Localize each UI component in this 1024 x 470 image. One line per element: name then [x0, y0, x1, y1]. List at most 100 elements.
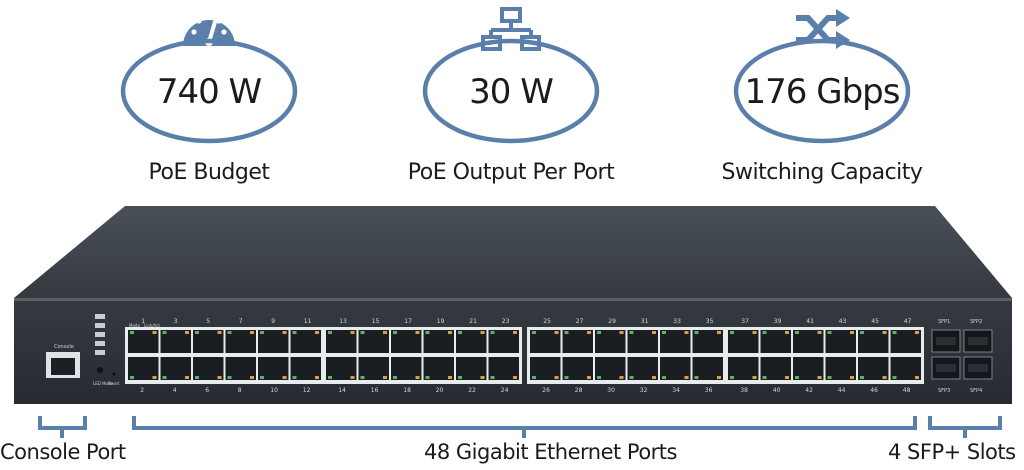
- console-label: Console: [54, 344, 74, 350]
- ethernet-port[interactable]: [225, 357, 257, 380]
- port-number-label: 38: [740, 387, 748, 394]
- led-mode-button[interactable]: LED Mode: [93, 367, 114, 386]
- port-number-label: 3: [174, 318, 178, 325]
- port-number-label: 14: [338, 387, 346, 394]
- callout-brackets: [38, 416, 1002, 438]
- port-number-label: 44: [838, 387, 846, 394]
- ethernet-port[interactable]: [595, 330, 626, 353]
- ethernet-port[interactable]: [793, 330, 824, 353]
- port-number-label: 11: [304, 318, 312, 325]
- port-number-label: 8: [238, 387, 242, 394]
- ethernet-port[interactable]: [290, 357, 322, 380]
- chassis-top: [14, 206, 1012, 298]
- sfp-slot[interactable]: [963, 329, 993, 353]
- ethernet-port[interactable]: [258, 330, 289, 353]
- ethernet-port[interactable]: [225, 330, 257, 353]
- switching-capacity-stat: 176 Gbps Switching Capacity: [692, 0, 952, 195]
- ethernet-port[interactable]: [423, 357, 455, 380]
- sfp-label: SFP1: [938, 319, 950, 325]
- poe-budget-stat: 740 W PoE Budget: [79, 0, 339, 195]
- ethernet-port[interactable]: [456, 357, 487, 380]
- port-number-label: 7: [239, 318, 243, 325]
- ethernet-port[interactable]: [258, 357, 289, 380]
- ethernet-ports-callout: 48 Gigabit Ethernet Ports: [424, 440, 677, 464]
- ethernet-port[interactable]: [391, 330, 422, 353]
- ethernet-port[interactable]: [692, 330, 724, 353]
- port-number-label: 47: [904, 318, 912, 325]
- ethernet-port[interactable]: [793, 357, 824, 380]
- ethernet-port[interactable]: [128, 330, 159, 353]
- ethernet-port[interactable]: [160, 330, 192, 353]
- port-number-label: 30: [607, 387, 615, 394]
- port-number-label: 35: [706, 318, 714, 325]
- ethernet-port[interactable]: [890, 357, 922, 380]
- port-number-label: 6: [205, 387, 209, 394]
- port-number-label: 36: [705, 387, 713, 394]
- console-port[interactable]: Console: [46, 344, 80, 378]
- port-number-label: 12: [303, 387, 311, 394]
- port-number-label: 4: [173, 387, 177, 394]
- sfp-slots-callout: 4 SFP+ Slots: [888, 440, 1016, 464]
- ethernet-port[interactable]: [391, 357, 422, 380]
- ethernet-port[interactable]: [562, 330, 594, 353]
- sfp-label: SFP3: [938, 388, 950, 394]
- ethernet-port[interactable]: [326, 357, 357, 380]
- port-number-label: 25: [543, 318, 551, 325]
- ethernet-port[interactable]: [160, 357, 192, 380]
- ethernet-port[interactable]: [530, 357, 561, 380]
- ethernet-ports: 1234567891011121314151617181920212223242…: [125, 318, 924, 394]
- port-number-label: 28: [575, 387, 583, 394]
- port-number-label: 17: [404, 318, 412, 325]
- port-number-label: 26: [542, 387, 550, 394]
- ethernet-port[interactable]: [358, 357, 390, 380]
- ethernet-port[interactable]: [825, 330, 857, 353]
- ethernet-port[interactable]: [627, 330, 659, 353]
- port-number-label: 20: [436, 387, 444, 394]
- ethernet-port[interactable]: [595, 357, 626, 380]
- ethernet-port[interactable]: [488, 330, 520, 353]
- ethernet-port[interactable]: [193, 330, 224, 353]
- reset-label: Reset: [108, 381, 120, 386]
- ethernet-port[interactable]: [760, 330, 792, 353]
- ethernet-port[interactable]: [488, 357, 520, 380]
- port-number-label: 19: [437, 318, 445, 325]
- port-number-label: 23: [502, 318, 510, 325]
- port-number-label: 10: [270, 387, 278, 394]
- port-number-label: 9: [271, 318, 275, 325]
- poe-budget-label: PoE Budget: [148, 160, 270, 185]
- ethernet-port[interactable]: [660, 357, 691, 380]
- ethernet-port[interactable]: [562, 357, 594, 380]
- port-number-label: 48: [903, 387, 911, 394]
- reset-button[interactable]: Reset: [108, 372, 120, 386]
- ethernet-port[interactable]: [358, 330, 390, 353]
- ethernet-port[interactable]: [193, 357, 224, 380]
- ethernet-port[interactable]: [290, 330, 322, 353]
- ethernet-port[interactable]: [423, 330, 455, 353]
- port-number-label: 27: [576, 318, 584, 325]
- sfp-slot[interactable]: [931, 329, 961, 353]
- ethernet-port[interactable]: [530, 330, 561, 353]
- port-number-label: 1: [141, 318, 145, 325]
- ethernet-port[interactable]: [858, 357, 889, 380]
- port-number-label: 18: [403, 387, 411, 394]
- ethernet-port[interactable]: [728, 330, 759, 353]
- ethernet-port[interactable]: [825, 357, 857, 380]
- ethernet-port[interactable]: [692, 357, 724, 380]
- led-mode-label: LED Mode: [93, 381, 114, 386]
- port-number-label: 33: [673, 318, 681, 325]
- sfp-slot[interactable]: [931, 356, 961, 380]
- sfp-slot[interactable]: [963, 356, 993, 380]
- port-number-label: 37: [741, 318, 749, 325]
- ethernet-port[interactable]: [128, 357, 159, 380]
- ethernet-port[interactable]: [890, 330, 922, 353]
- port-number-label: 40: [773, 387, 781, 394]
- ethernet-port[interactable]: [858, 330, 889, 353]
- ethernet-port[interactable]: [456, 330, 487, 353]
- ethernet-port[interactable]: [326, 330, 357, 353]
- ethernet-port[interactable]: [660, 330, 691, 353]
- ethernet-port[interactable]: [627, 357, 659, 380]
- ethernet-port[interactable]: [728, 357, 759, 380]
- port-number-label: 24: [501, 387, 509, 394]
- port-number-label: 31: [641, 318, 649, 325]
- ethernet-port[interactable]: [760, 357, 792, 380]
